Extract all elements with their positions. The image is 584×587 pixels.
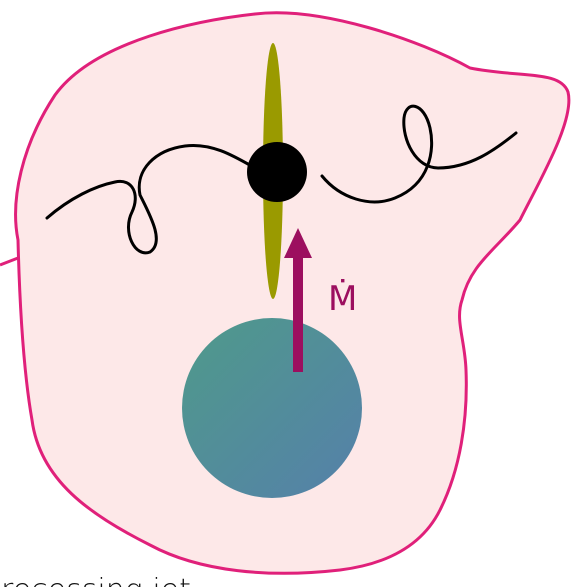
caption-label: precessing jet xyxy=(0,573,191,587)
envelope-left-tail xyxy=(0,258,18,265)
compact-object xyxy=(247,142,307,202)
donor-star xyxy=(182,318,362,498)
mass-rate-label: Ṁ xyxy=(328,279,357,319)
